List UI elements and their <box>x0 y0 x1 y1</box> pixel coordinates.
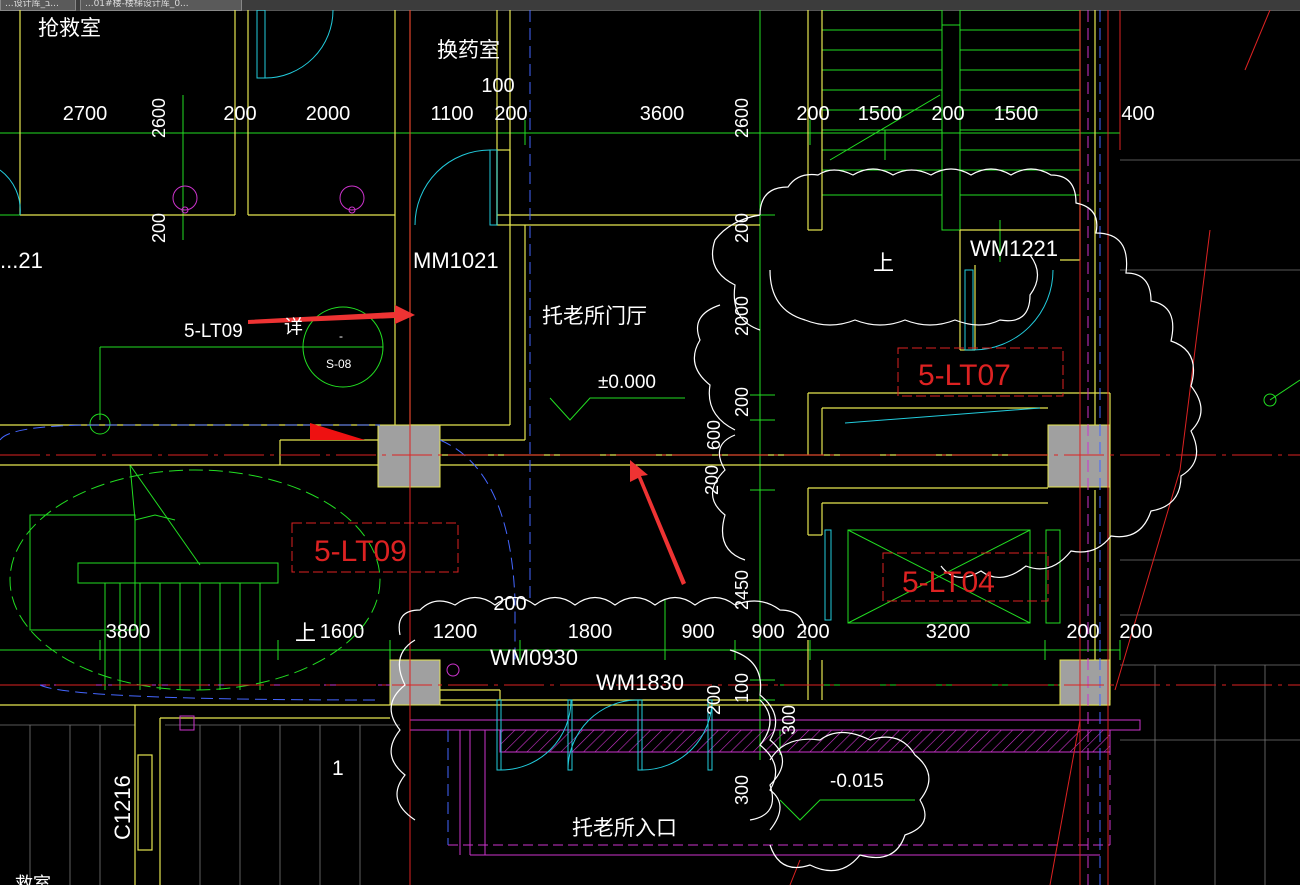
dimension-text: 1800 <box>568 621 613 643</box>
dimension-text: 200 <box>1066 621 1099 643</box>
dimension-text: 2600 <box>732 98 752 138</box>
room-label: 换药室 <box>437 39 500 62</box>
dimension-text: 400 <box>1121 103 1154 125</box>
detail-label: 5-LT07 <box>918 359 1011 392</box>
dimension-text: 1500 <box>858 103 903 125</box>
dimension-text: 900 <box>751 621 784 643</box>
dimension-text: 3600 <box>640 103 685 125</box>
dimension-text: 900 <box>681 621 714 643</box>
dimension-text: 200 <box>493 593 526 615</box>
door-tag: MM1021 <box>413 248 499 273</box>
fixtures <box>172 185 365 214</box>
dimension-text: 2700 <box>63 103 108 125</box>
dimension-text: 200 <box>704 685 724 715</box>
dimension-text: 1200 <box>433 621 478 643</box>
dimension-text: 300 <box>732 775 752 805</box>
dimension-text: 2600 <box>149 98 169 138</box>
dimension-text: 200 <box>796 621 829 643</box>
room-label: 托老所入口 <box>572 817 677 840</box>
dimension-text: 1100 <box>430 103 473 125</box>
dashed-lines <box>0 10 1101 885</box>
dimension-text: 1500 <box>994 103 1039 125</box>
dimension-text: 100 <box>732 673 752 703</box>
drawing-tab[interactable]: ...01#楼-楼梯设计库_0... <box>80 0 242 11</box>
section-marker <box>310 423 365 440</box>
columns <box>377 424 1111 706</box>
detail-label: 5-LT04 <box>902 566 995 599</box>
dimension-text: 2000 <box>306 103 351 125</box>
dimension-text: 3800 <box>106 621 151 643</box>
dimension-text: 200 <box>702 465 722 495</box>
dimension-text: 200 <box>732 387 752 417</box>
detail-callout: 5-LT09 <box>184 321 243 342</box>
dimension-text: 100 <box>481 75 514 97</box>
dimension-text: 200 <box>223 103 256 125</box>
dimension-text: 200 <box>494 103 527 125</box>
detail-boxes <box>291 347 1064 602</box>
dimension-text: 2450 <box>732 570 752 610</box>
dimension-text: 200 <box>149 213 169 243</box>
room-label: 抢救室 <box>38 17 101 40</box>
room-label: 托老所门厅 <box>542 305 647 328</box>
detail-callout-label: 详 <box>284 316 303 338</box>
door-tag: WM1221 <box>970 236 1058 261</box>
elevation-text: -0.015 <box>830 771 884 792</box>
room-label: 上 <box>873 252 894 275</box>
dimension-text: 200 <box>732 213 752 243</box>
drawing-tab[interactable]: ...设计库_ב... <box>0 0 76 11</box>
room-label: 1 <box>332 757 344 780</box>
annotation-arrows <box>248 305 686 585</box>
dimension-text: 200 <box>931 103 964 125</box>
arrow-2 <box>630 460 686 585</box>
dimension-text: 300 <box>779 705 799 735</box>
elevation-text: ±0.000 <box>598 372 656 393</box>
door-tag: WM1830 <box>596 670 684 695</box>
dimension-text: 1600 <box>320 621 365 643</box>
detail-ref: S-08 <box>326 357 352 371</box>
dimension-text: 2000 <box>732 296 752 336</box>
dimension-text: 200 <box>1119 621 1152 643</box>
stair-top-right <box>821 10 1081 231</box>
door-tag: WM0930 <box>490 645 578 670</box>
walls <box>0 10 1111 885</box>
room-label: ...救室 <box>0 874 51 885</box>
dimension-text: 3200 <box>926 621 971 643</box>
dimension-text: 200 <box>796 103 829 125</box>
door-tag: C1216 <box>110 775 135 840</box>
detail-ref: - <box>339 329 343 343</box>
revision-cloud <box>390 168 1202 872</box>
drawing-tab-bar: ...设计库_ב... ...01#楼-楼梯设计库_0... <box>0 0 1300 11</box>
stair-bottom-left <box>9 464 381 691</box>
background-grid <box>0 159 1300 885</box>
dimension-text: 600 <box>704 420 724 450</box>
cad-drawing-canvas[interactable]: 抢救室 换药室 托老所门厅 托老所入口 上 上 1 ...救室 2700 200… <box>0 10 1300 885</box>
door-tag: ...21 <box>0 248 43 273</box>
axis-lines <box>0 10 1300 885</box>
room-label: 上 <box>295 622 316 645</box>
detail-label: 5-LT09 <box>314 535 407 568</box>
